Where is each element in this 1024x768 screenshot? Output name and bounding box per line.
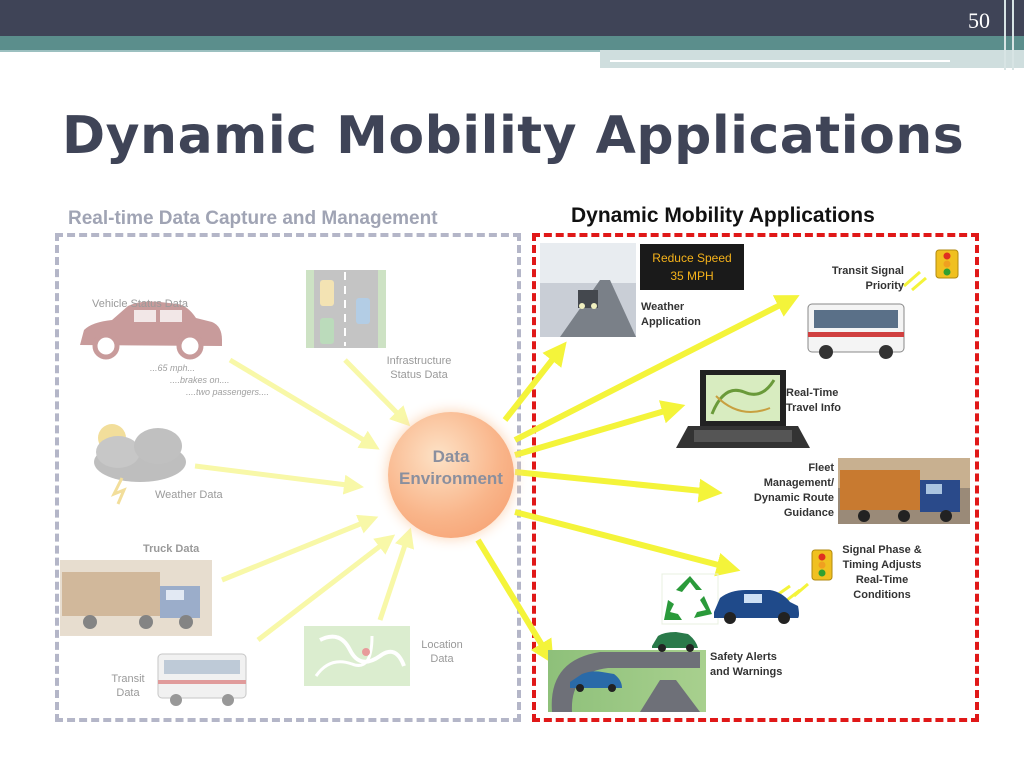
arrow-to-weather-app (502, 341, 567, 422)
safety-alerts-label-line: Safety Alerts (710, 651, 777, 663)
sign-line: Reduce Speed (652, 251, 732, 265)
transit-data-label: Transit Data (104, 672, 152, 700)
truck-data-label: Truck Data (143, 543, 200, 555)
travel-info-label-line: Travel Info (786, 402, 842, 414)
infrastructure-label: Infrastructure Status Data (376, 354, 462, 382)
transit-bus-icon (807, 303, 905, 359)
right-panel-heading: Dynamic Mobility Applications (571, 204, 875, 227)
left-panel-heading: Real-time Data Capture and Management (68, 208, 438, 229)
bus-icon (157, 653, 247, 706)
reduce-speed-sign: Reduce Speed 35 MPH (640, 244, 744, 290)
transit-data-label-line: Transit (111, 673, 145, 685)
arrow-to-safety (475, 538, 554, 665)
output-arrows (475, 295, 800, 665)
vehicle-note: ....brakes on.... (170, 375, 230, 385)
signal-phase-label-line: Signal Phase & (842, 544, 922, 556)
fleet-management-label-line: Guidance (783, 507, 834, 519)
transit-data-label-line: Data (116, 687, 140, 699)
sign-line: 35 MPH (670, 269, 714, 283)
signal-phase-label-line: Conditions (853, 589, 911, 601)
arrow-truck-to-data (221, 514, 379, 583)
location-data-label-line: Location (421, 639, 463, 651)
input-arrows (194, 357, 415, 642)
header-rule-2 (610, 60, 950, 62)
fleet-management-label-line: Management/ (763, 477, 834, 489)
safety-alerts-label-line: and Warnings (710, 666, 783, 678)
weather-application-label-line: Weather (641, 301, 685, 313)
header-accent-bar (0, 36, 1024, 50)
road-icon (306, 270, 386, 348)
snow-road-photo (540, 243, 636, 337)
arrow-weather-to-data (194, 463, 364, 495)
arrow-infrastructure-to-data (343, 358, 411, 427)
arrow-transit-to-data (256, 534, 396, 642)
safety-road-scene (548, 632, 706, 712)
signal-waves (903, 270, 927, 292)
header-bar (0, 0, 1024, 36)
fleet-truck-photo (838, 458, 970, 524)
travel-info-label-line: Real-Time (786, 387, 839, 399)
infrastructure-label-line: Infrastructure (386, 355, 452, 367)
vehicle-note: ...65 mph... (150, 363, 196, 373)
transit-signal-priority-label: Transit Signal Priority (796, 264, 904, 294)
infrastructure-label-line: Status Data (390, 369, 448, 381)
arrow-location-to-data (377, 527, 415, 621)
data-environment-label: Data Environment (388, 446, 514, 490)
signal-phase-label-line: Timing Adjusts (842, 559, 922, 571)
location-data-label: Location Data (414, 638, 470, 666)
weather-application-label: Weather Application (641, 300, 701, 330)
fleet-management-label-line: Fleet (808, 462, 834, 474)
data-environment-label-line: Environment (399, 469, 503, 488)
recycle-icon (661, 573, 719, 625)
header-divider (1012, 0, 1014, 70)
arrow-to-transit-priority (513, 295, 800, 443)
truck-icon (60, 560, 212, 636)
data-capture-panel (55, 233, 521, 722)
weather-data-label: Weather Data (155, 489, 223, 501)
travel-info-label: Real-Time Travel Info (786, 386, 841, 416)
signal-phase-label: Signal Phase & Timing Adjusts Real-Time … (832, 543, 932, 603)
car-icon (714, 590, 799, 624)
applications-panel (532, 233, 979, 722)
cloud-icon (94, 424, 186, 505)
location-data-label-line: Data (430, 653, 454, 665)
traffic-light-icon (935, 249, 959, 279)
data-environment-node: Data Environment (388, 412, 514, 538)
slide-title: Dynamic Mobility Applications (62, 106, 965, 166)
header-divider (1004, 0, 1006, 70)
vehicle-status-label: Vehicle Status Data (92, 298, 189, 310)
fleet-management-label: Fleet Management/ Dynamic Route Guidance (726, 461, 834, 521)
vehicle-note: ....two passengers.... (186, 387, 270, 397)
map-icon (304, 626, 410, 686)
header-light-bar (600, 50, 1024, 68)
slide-number: 50 (968, 8, 990, 33)
transit-signal-priority-label-line: Transit Signal (831, 265, 904, 277)
transit-signal-priority-label-line: Priority (865, 280, 904, 292)
signal-phase-label-line: Real-Time (855, 574, 909, 586)
data-environment-label-line: Data (432, 447, 470, 466)
safety-alerts-label: Safety Alerts and Warnings (710, 650, 782, 680)
arrow-vehicle-to-data (228, 357, 380, 450)
fleet-management-label-line: Dynamic Route (753, 492, 834, 504)
car-icon (80, 301, 222, 360)
arrow-to-signal-phase (514, 509, 741, 577)
weather-application-label-line: Application (641, 316, 701, 328)
traffic-light-icon (811, 549, 833, 581)
laptop-icon (676, 370, 810, 448)
header-rule (0, 50, 600, 52)
arrow-to-fleet (514, 469, 723, 503)
arrow-to-travel-info (514, 400, 686, 458)
